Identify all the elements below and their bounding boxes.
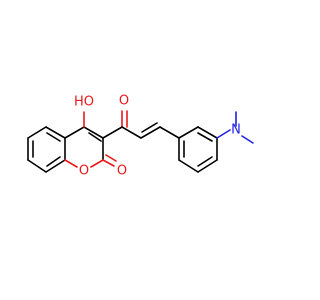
coumarin-benzene-ring: [27, 126, 66, 173]
bond: [90, 159, 104, 168]
bond: [178, 159, 199, 173]
bond: [64, 126, 85, 139]
pyranone-ring: [64, 126, 117, 168]
bond: [45, 159, 66, 173]
bond: [159, 126, 180, 139]
dimethylamino-group: [216, 111, 254, 144]
bond: [121, 126, 142, 139]
double-bond: [105, 154, 117, 162]
atom-label-lactone-oxygen: O: [117, 164, 127, 179]
bond: [178, 126, 199, 139]
atom-label-hydroxyl: HO: [74, 95, 94, 110]
double-bond-inner: [46, 132, 61, 142]
bond: [83, 126, 104, 139]
enone-chain: [102, 110, 180, 139]
bond: [241, 135, 254, 144]
double-bond-inner: [197, 156, 213, 167]
atom-label-nitrogen: N: [231, 123, 241, 138]
bond: [64, 159, 78, 168]
double-bond: [141, 122, 158, 133]
atom-label-ketone-oxygen: O: [119, 94, 129, 109]
atom-label-ring-oxygen: O: [79, 164, 89, 179]
double-bond-inner: [197, 132, 213, 142]
double-bond-inner: [88, 132, 102, 142]
bond: [216, 129, 231, 139]
bond: [102, 159, 115, 167]
bond: [45, 126, 66, 139]
phenyl-ring: [178, 126, 218, 173]
structure-canvas: HO O O O N: [27, 94, 254, 179]
molecule-diagram: HO O O O N: [27, 94, 254, 179]
bond: [140, 126, 161, 139]
double-bond-inner: [46, 156, 61, 167]
bond: [27, 126, 47, 139]
bond: [27, 159, 47, 173]
bond: [197, 159, 218, 173]
bond: [102, 126, 123, 139]
bond: [197, 126, 218, 139]
